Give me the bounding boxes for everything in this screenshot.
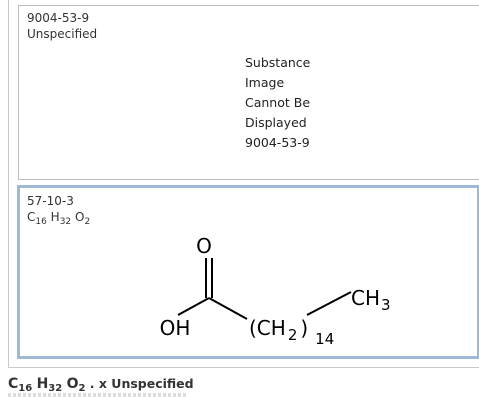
image-unavailable-placeholder: Substance Image Cannot Be Displayed 9004… xyxy=(245,53,310,153)
substance-caption: C16 H32 O2 . x Unspecified xyxy=(8,376,194,394)
component-subtitle: Unspecified xyxy=(27,27,98,41)
cas-number: 9004-53-9 xyxy=(27,11,90,25)
placeholder-line: Displayed xyxy=(245,115,307,130)
hydroxyl-label: OH xyxy=(160,316,191,340)
cas-number: 57-10-3 xyxy=(27,194,74,208)
single-bond-line xyxy=(208,297,248,320)
single-bond-line xyxy=(177,297,210,316)
placeholder-line: Image xyxy=(245,75,285,90)
truncated-text-line xyxy=(8,393,188,397)
placeholder-line: Cannot Be xyxy=(245,95,311,110)
placeholder-line: Substance xyxy=(245,55,311,70)
oxygen-atom-label: O xyxy=(196,234,212,258)
methyl-label: CH3 xyxy=(351,286,391,314)
molecular-formula: C16 H32 O2 xyxy=(27,210,91,227)
component-card-1[interactable]: 9004-53-9 Unspecified Substance Image Ca… xyxy=(18,5,479,180)
placeholder-line: 9004-53-9 xyxy=(245,135,310,150)
single-bond-line xyxy=(306,291,352,316)
